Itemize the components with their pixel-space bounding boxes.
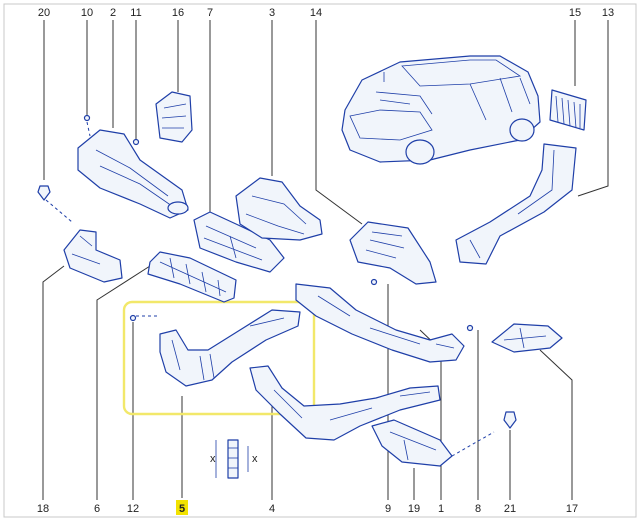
part-11-screw[interactable]	[132, 138, 140, 146]
part-1-duct[interactable]	[295, 283, 465, 363]
label-20[interactable]: 20	[38, 7, 50, 19]
diagram-frame	[3, 3, 637, 518]
dimension-mark-x-right: x	[252, 453, 258, 465]
part-4-duct[interactable]	[249, 365, 441, 441]
label-15[interactable]: 15	[569, 7, 581, 19]
part-6-duct[interactable]	[147, 251, 237, 303]
highlight-box-part-5	[122, 300, 316, 416]
part-13-duct[interactable]	[455, 143, 577, 265]
label-12[interactable]: 12	[127, 503, 139, 515]
dimension-mark-x-left: x	[210, 453, 216, 465]
part-20-clip[interactable]	[37, 185, 73, 223]
label-1[interactable]: 1	[438, 503, 444, 515]
part-8-screw[interactable]	[466, 324, 474, 332]
part-18-duct[interactable]	[63, 229, 123, 283]
label-2[interactable]: 2	[110, 7, 116, 19]
fastener-dimension-detail: x x	[210, 439, 258, 479]
part-10-screw[interactable]	[83, 114, 91, 137]
label-14[interactable]: 14	[310, 7, 322, 19]
label-19[interactable]: 19	[408, 503, 420, 515]
label-11[interactable]: 11	[130, 7, 141, 19]
label-13[interactable]: 13	[602, 7, 614, 19]
part-14-vent[interactable]	[349, 221, 437, 285]
part-21-clip[interactable]	[503, 411, 517, 429]
part-2-duct[interactable]	[77, 129, 189, 219]
label-18[interactable]: 18	[37, 503, 49, 515]
label-5[interactable]: 5	[179, 503, 185, 515]
label-17[interactable]: 17	[566, 503, 578, 515]
leader-lines	[42, 20, 609, 500]
vehicle-illustration	[341, 55, 541, 165]
part-15-grille[interactable]	[549, 89, 587, 131]
label-8[interactable]: 8	[475, 503, 481, 515]
label-4[interactable]: 4	[269, 503, 275, 515]
part-17-duct[interactable]	[491, 323, 563, 353]
label-16[interactable]: 16	[172, 7, 184, 19]
label-9[interactable]: 9	[385, 503, 391, 515]
label-21[interactable]: 21	[504, 503, 516, 515]
part-19-bracket[interactable]	[371, 419, 495, 467]
label-6[interactable]: 6	[94, 503, 100, 515]
label-3[interactable]: 3	[269, 7, 275, 19]
part-3-duct-assembly[interactable]	[235, 177, 323, 241]
part-5-duct[interactable]	[159, 309, 301, 387]
label-10[interactable]: 10	[81, 7, 93, 19]
part-12-screw[interactable]	[129, 314, 161, 322]
label-7[interactable]: 7	[207, 7, 213, 19]
label-5-highlight	[176, 500, 188, 515]
part-16-vent[interactable]	[155, 91, 193, 143]
part-7-housing[interactable]	[193, 211, 285, 273]
part-9-screw[interactable]	[370, 278, 378, 286]
